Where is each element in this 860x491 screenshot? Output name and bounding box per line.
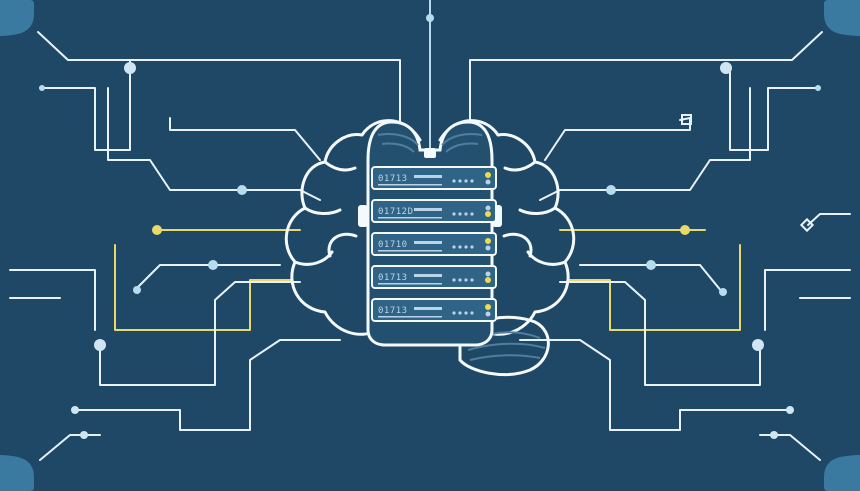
rack-unit-dot bbox=[452, 311, 456, 315]
rack-unit-dot bbox=[458, 212, 462, 216]
rack-unit-dot bbox=[458, 278, 462, 282]
circuit-node-dots bbox=[39, 14, 821, 439]
rack-unit-led-secondary bbox=[485, 245, 491, 251]
rack-unit-label: 01713 bbox=[378, 306, 408, 316]
rack-unit-label: 01712D bbox=[378, 207, 414, 217]
rack-unit-line bbox=[378, 283, 442, 285]
rack-unit-line bbox=[378, 316, 442, 318]
rack-unit-dot bbox=[464, 212, 468, 216]
rack-unit-led bbox=[485, 211, 491, 217]
rack-unit-dot bbox=[464, 245, 468, 249]
server-rack-units: 01713 01712D 01710 01713 01713 bbox=[371, 166, 497, 322]
rack-unit-dot bbox=[458, 311, 462, 315]
rack-unit-label: 01713 bbox=[378, 273, 408, 283]
rack-unit-dot bbox=[452, 179, 456, 183]
rack-unit-bar bbox=[414, 274, 442, 277]
rack-unit-led-secondary bbox=[485, 179, 491, 185]
rack-unit-label: 01713 bbox=[378, 174, 408, 184]
rack-unit: 01712D bbox=[371, 199, 497, 223]
rack-unit-led-secondary bbox=[485, 311, 491, 317]
rack-unit: 01710 bbox=[371, 232, 497, 256]
rack-unit-led bbox=[485, 277, 491, 283]
rack-unit-line bbox=[378, 250, 442, 252]
rack-unit-dot bbox=[452, 278, 456, 282]
rack-unit-bar bbox=[414, 307, 442, 310]
rack-unit-line bbox=[378, 217, 442, 219]
rack-unit-dot bbox=[470, 311, 474, 315]
rack-unit-led-secondary bbox=[485, 205, 491, 211]
brain-outline-icon bbox=[284, 119, 576, 377]
rack-unit-led bbox=[485, 238, 491, 244]
rack-unit-dot bbox=[470, 278, 474, 282]
rack-unit-dot bbox=[470, 245, 474, 249]
rack-unit-line bbox=[378, 184, 442, 186]
rack-unit: 01713 bbox=[371, 265, 497, 289]
rack-unit-dot bbox=[464, 278, 468, 282]
rack-unit-bar bbox=[414, 208, 442, 211]
rack-unit-dot bbox=[452, 245, 456, 249]
rack-unit-led-secondary bbox=[485, 271, 491, 277]
rack-unit-dot bbox=[452, 212, 456, 216]
rack-unit-dot bbox=[464, 311, 468, 315]
rack-unit-bar bbox=[414, 175, 442, 178]
rack-unit: 01713 bbox=[371, 166, 497, 190]
rack-unit-dot bbox=[470, 212, 474, 216]
rack-unit-dot bbox=[464, 179, 468, 183]
rack-unit-led bbox=[485, 304, 491, 310]
rack-unit-dot bbox=[458, 179, 462, 183]
rack-unit-dot bbox=[458, 245, 462, 249]
rack-unit-dot bbox=[470, 179, 474, 183]
rack-unit-bar bbox=[414, 241, 442, 244]
rack-unit-led bbox=[485, 172, 491, 178]
rack-unit: 01713 bbox=[371, 298, 497, 322]
rack-unit-label: 01710 bbox=[378, 240, 408, 250]
